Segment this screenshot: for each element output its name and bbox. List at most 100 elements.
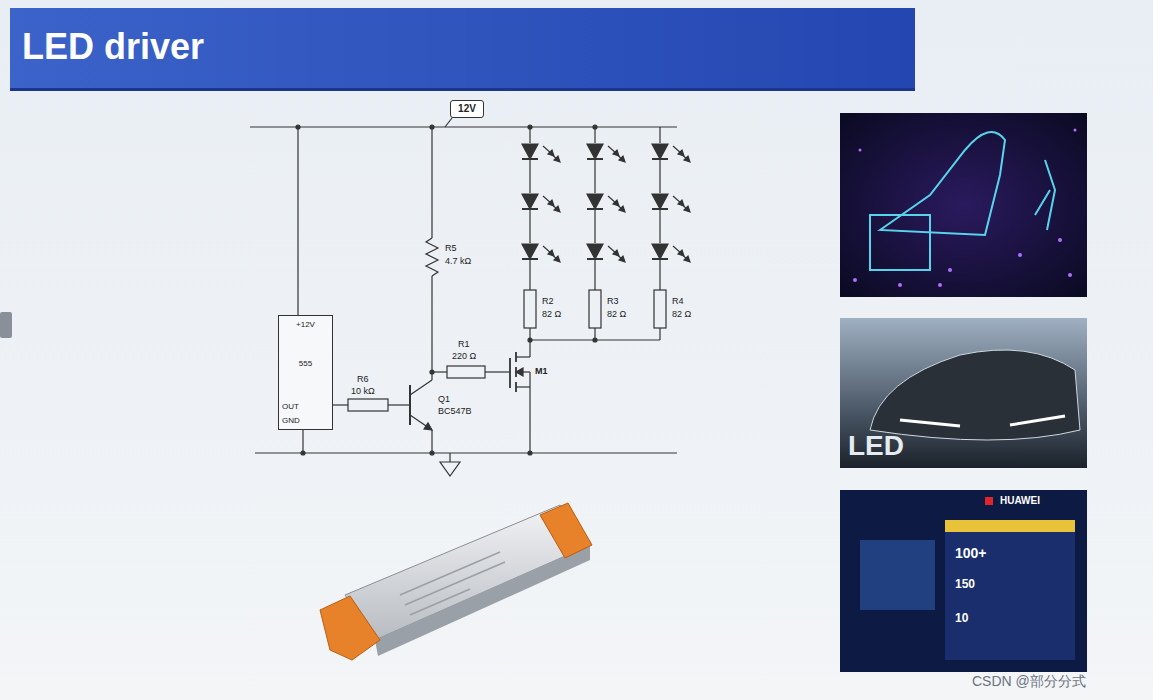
value-label: 10 kΩ <box>351 386 375 396</box>
screen-figure <box>860 540 935 610</box>
light-arrowhead <box>619 206 625 212</box>
part-name: R5 <box>445 243 457 253</box>
wire <box>529 259 530 290</box>
logo-mark <box>985 497 993 505</box>
screen-panel <box>945 520 1075 660</box>
emitter-arrow <box>424 423 432 430</box>
wire <box>431 276 432 372</box>
ground-rail <box>255 452 677 453</box>
wire <box>594 159 595 193</box>
slide-title: LED driver <box>22 26 204 67</box>
resistor-symbol <box>589 290 601 328</box>
value-label: 82 Ω <box>672 309 691 319</box>
wire <box>659 159 660 193</box>
led-symbol <box>587 244 603 259</box>
light-arrowhead <box>554 256 560 262</box>
ic-555-box: +12V555OUTGND <box>278 315 333 430</box>
driver-module <box>320 503 592 660</box>
wire <box>449 453 450 462</box>
junction-dot <box>430 451 434 455</box>
junction-dot <box>430 125 434 129</box>
screen-panel-header <box>945 520 1075 532</box>
photo-night-lights <box>840 113 1087 297</box>
photo-text: HUAWEI <box>1000 495 1040 507</box>
led-symbol <box>652 244 668 259</box>
photo-text: 10 <box>955 612 968 626</box>
tag-leader <box>445 118 452 127</box>
value-label: 82 Ω <box>607 309 626 319</box>
led-symbol <box>522 244 538 259</box>
supply-rail <box>250 126 677 127</box>
led-symbol <box>587 194 603 209</box>
part-name: R6 <box>357 374 369 384</box>
wire <box>529 127 530 143</box>
led-symbol <box>522 194 538 209</box>
pin-label: +12V <box>279 320 332 329</box>
light-arrowhead <box>619 156 625 162</box>
resistor-symbol <box>524 290 536 328</box>
part-name: R1 <box>458 339 470 349</box>
wire <box>594 127 595 143</box>
part-name: M1 <box>535 366 548 376</box>
schematic <box>250 118 677 476</box>
part-name: R3 <box>607 296 619 306</box>
junction-dot <box>296 125 300 129</box>
glowing-shoe <box>870 132 1055 270</box>
wire <box>594 259 595 290</box>
wire <box>516 356 530 357</box>
wire <box>529 159 530 193</box>
light-arrowhead <box>684 156 690 162</box>
transistor-emitter <box>410 415 432 430</box>
led-symbol <box>652 194 668 209</box>
wire <box>388 404 410 405</box>
wire <box>659 127 660 143</box>
wire <box>529 328 530 340</box>
junction-dot <box>430 370 434 374</box>
pin-label: OUT <box>282 402 299 411</box>
wire <box>516 386 530 387</box>
light-arrowhead <box>684 256 690 262</box>
photo-text: LED <box>848 430 904 462</box>
watermark: CSDN @部分分式 <box>972 673 1086 689</box>
ground-symbol <box>440 462 460 476</box>
resistor-symbol <box>654 290 666 328</box>
light-arrowhead <box>619 256 625 262</box>
banner-shadow <box>10 88 915 91</box>
wire <box>594 328 595 340</box>
light-arrowhead <box>684 206 690 212</box>
light-arrowhead <box>554 156 560 162</box>
photo-screen <box>840 490 1087 672</box>
car-silhouette <box>870 350 1080 440</box>
junction-dot <box>528 451 532 455</box>
part-name: R4 <box>672 296 684 306</box>
wire <box>659 259 660 290</box>
part-number: BC547B <box>438 406 472 416</box>
junction-dot <box>301 451 305 455</box>
pin-label: GND <box>282 416 300 425</box>
part-name: Q1 <box>438 394 450 404</box>
value-label: 4.7 kΩ <box>445 256 471 266</box>
light-arrowhead <box>554 206 560 212</box>
resistor-symbol <box>447 366 485 378</box>
resistor-symbol <box>348 399 388 411</box>
value-label: 82 Ω <box>542 309 561 319</box>
wire <box>529 209 530 243</box>
voltage-tag: 12V <box>450 100 484 118</box>
resistor-symbol <box>426 238 438 276</box>
wire <box>529 372 530 453</box>
wire <box>302 430 303 453</box>
photo-text: 100+ <box>955 545 987 561</box>
wire <box>297 127 298 315</box>
part-name: R2 <box>542 296 554 306</box>
led-strings <box>522 127 690 340</box>
wire <box>659 328 660 340</box>
mosfet-gate <box>509 358 511 388</box>
led-symbol <box>587 144 603 159</box>
led-symbol <box>522 144 538 159</box>
title-banner <box>10 8 915 90</box>
transistor-collector <box>410 380 432 395</box>
led-symbol <box>652 144 668 159</box>
light-dots <box>853 129 1077 288</box>
tag-text: 12V <box>451 103 483 115</box>
